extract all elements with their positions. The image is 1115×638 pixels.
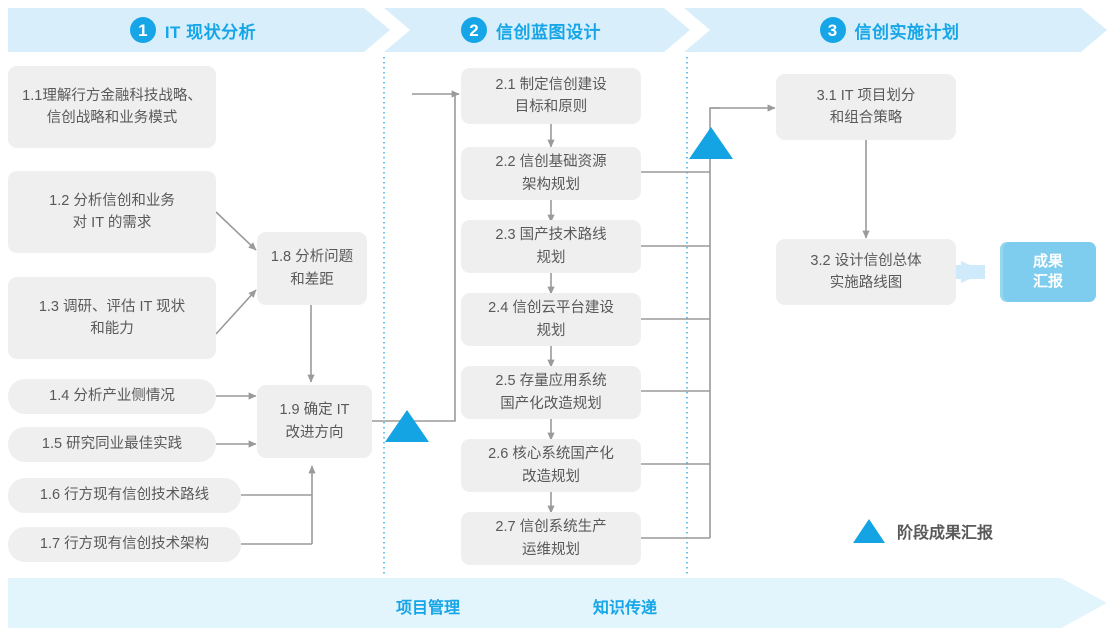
task-box-2-1[interactable]: 2.1 制定信创建设 目标和原则 — [461, 68, 641, 124]
phase-header-3[interactable]: 3 信创实施计划 — [684, 8, 1107, 52]
legend-label: 阶段成果汇报 — [897, 525, 994, 542]
bottom-label-project-management: 项目管理 — [396, 600, 461, 617]
bottom-label-knowledge-transfer: 知识传递 — [593, 600, 658, 617]
milestone-triangle-phase1 — [385, 410, 429, 442]
edge-1_9-to-2_1-routing — [372, 93, 458, 422]
phase-title-2: 信创蓝图设计 — [496, 22, 601, 42]
phase-number-badge-2: 2 — [461, 17, 487, 43]
bottom-band — [8, 578, 1107, 628]
edge-1_2-to-1_8 — [215, 211, 257, 251]
phase-title-3: 信创实施计划 — [854, 22, 960, 42]
phase-number-badge-3: 3 — [820, 17, 846, 43]
task-box-3-1[interactable]: 3.1 IT 项目划分 和组合策略 — [776, 74, 956, 140]
phase-number-badge-1: 1 — [130, 17, 156, 43]
task-box-2-5[interactable]: 2.5 存量应用系统 国产化改造规划 — [461, 366, 641, 419]
task-box-1-4[interactable]: 1.4 分析产业侧情况 — [8, 379, 216, 414]
task-box-1-2[interactable]: 1.2 分析信创和业务 对 IT 的需求 — [8, 171, 216, 253]
deliverable-box[interactable]: 成果 汇报 — [1000, 242, 1096, 302]
task-box-3-2[interactable]: 3.2 设计信创总体 实施路线图 — [776, 239, 956, 305]
phase-header-2-inner: 2 信创蓝图设计 — [461, 17, 601, 43]
task-box-2-4[interactable]: 2.4 信创云平台建设 规划 — [461, 293, 641, 346]
milestone-triangle-phase2 — [689, 127, 733, 159]
task-box-1-5[interactable]: 1.5 研究同业最佳实践 — [8, 427, 216, 462]
task-box-1-9[interactable]: 1.9 确定 IT 改进方向 — [257, 385, 372, 458]
phase-title-1: IT 现状分析 — [164, 22, 257, 42]
phase2-vertical-bus — [709, 107, 720, 538]
task-box-1-3[interactable]: 1.3 调研、评估 IT 现状 和能力 — [8, 277, 216, 359]
task-box-2-7[interactable]: 2.7 信创系统生产 运维规划 — [461, 512, 641, 565]
phase-header-1[interactable]: 1 IT 现状分析 — [8, 8, 390, 52]
task-box-1-1[interactable]: 1.1理解行方金融科技战略、 信创战略和业务模式 — [8, 66, 216, 148]
task-box-2-2[interactable]: 2.2 信创基础资源 架构规划 — [461, 147, 641, 200]
task-box-1-8[interactable]: 1.8 分析问题 和差距 — [257, 232, 367, 305]
task-box-2-6[interactable]: 2.6 核心系统国产化 改造规划 — [461, 439, 641, 492]
task-box-1-6[interactable]: 1.6 行方现有信创技术路线 — [8, 478, 241, 513]
phase-header-3-inner: 3 信创实施计划 — [820, 17, 960, 43]
milestone-triangle-icon — [853, 519, 885, 543]
task-box-1-7[interactable]: 1.7 行方现有信创技术架构 — [8, 527, 241, 562]
task-box-2-3[interactable]: 2.3 国产技术路线 规划 — [461, 220, 641, 273]
phase-header-2[interactable]: 2 信创蓝图设计 — [384, 8, 690, 52]
phase-header-1-inner: 1 IT 现状分析 — [130, 17, 256, 43]
legend: 阶段成果汇报 — [853, 519, 993, 543]
edge-1_3-to-1_8 — [215, 289, 257, 335]
